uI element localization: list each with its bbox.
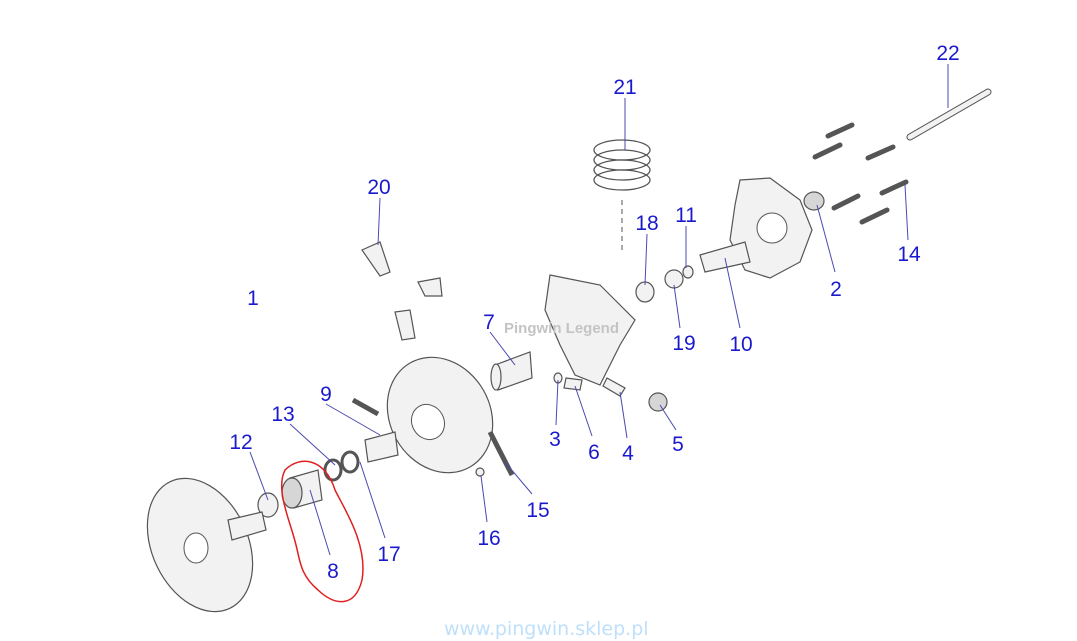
label-8: 8	[327, 560, 339, 583]
leader-lines	[249, 64, 949, 556]
label-11: 11	[675, 204, 697, 227]
label-2: 2	[830, 278, 842, 301]
label-22: 22	[936, 42, 959, 65]
label-4: 4	[622, 442, 634, 465]
part-14-bolts	[812, 122, 909, 225]
parts	[146, 88, 992, 613]
label-13: 13	[271, 403, 294, 426]
label-14: 14	[897, 243, 921, 266]
label-12: 12	[229, 431, 252, 454]
watermark: Pingwin Legend	[504, 320, 619, 337]
label-9: 9	[320, 383, 332, 406]
callout-labels: 22 21 20 18 11 14 1 2 7 19 10 9 13 12 3 …	[229, 42, 959, 583]
label-5: 5	[672, 433, 684, 456]
footer-site-url: www.pingwin.sklep.pl	[444, 618, 649, 640]
label-1: 1	[247, 287, 259, 310]
label-10: 10	[729, 333, 752, 356]
label-15: 15	[526, 499, 549, 522]
label-20: 20	[367, 176, 390, 199]
label-19: 19	[672, 332, 695, 355]
part-center	[544, 274, 636, 386]
label-3: 3	[549, 428, 561, 451]
label-21: 21	[613, 76, 636, 99]
label-17: 17	[377, 543, 400, 566]
part-10-shaft	[699, 241, 751, 273]
highlight-part-8	[280, 460, 364, 603]
part-21-spring	[593, 139, 651, 191]
label-7: 7	[483, 311, 495, 334]
label-6: 6	[588, 441, 600, 464]
part-2-bushing	[803, 191, 825, 211]
label-16: 16	[477, 527, 500, 550]
label-18: 18	[635, 212, 658, 235]
